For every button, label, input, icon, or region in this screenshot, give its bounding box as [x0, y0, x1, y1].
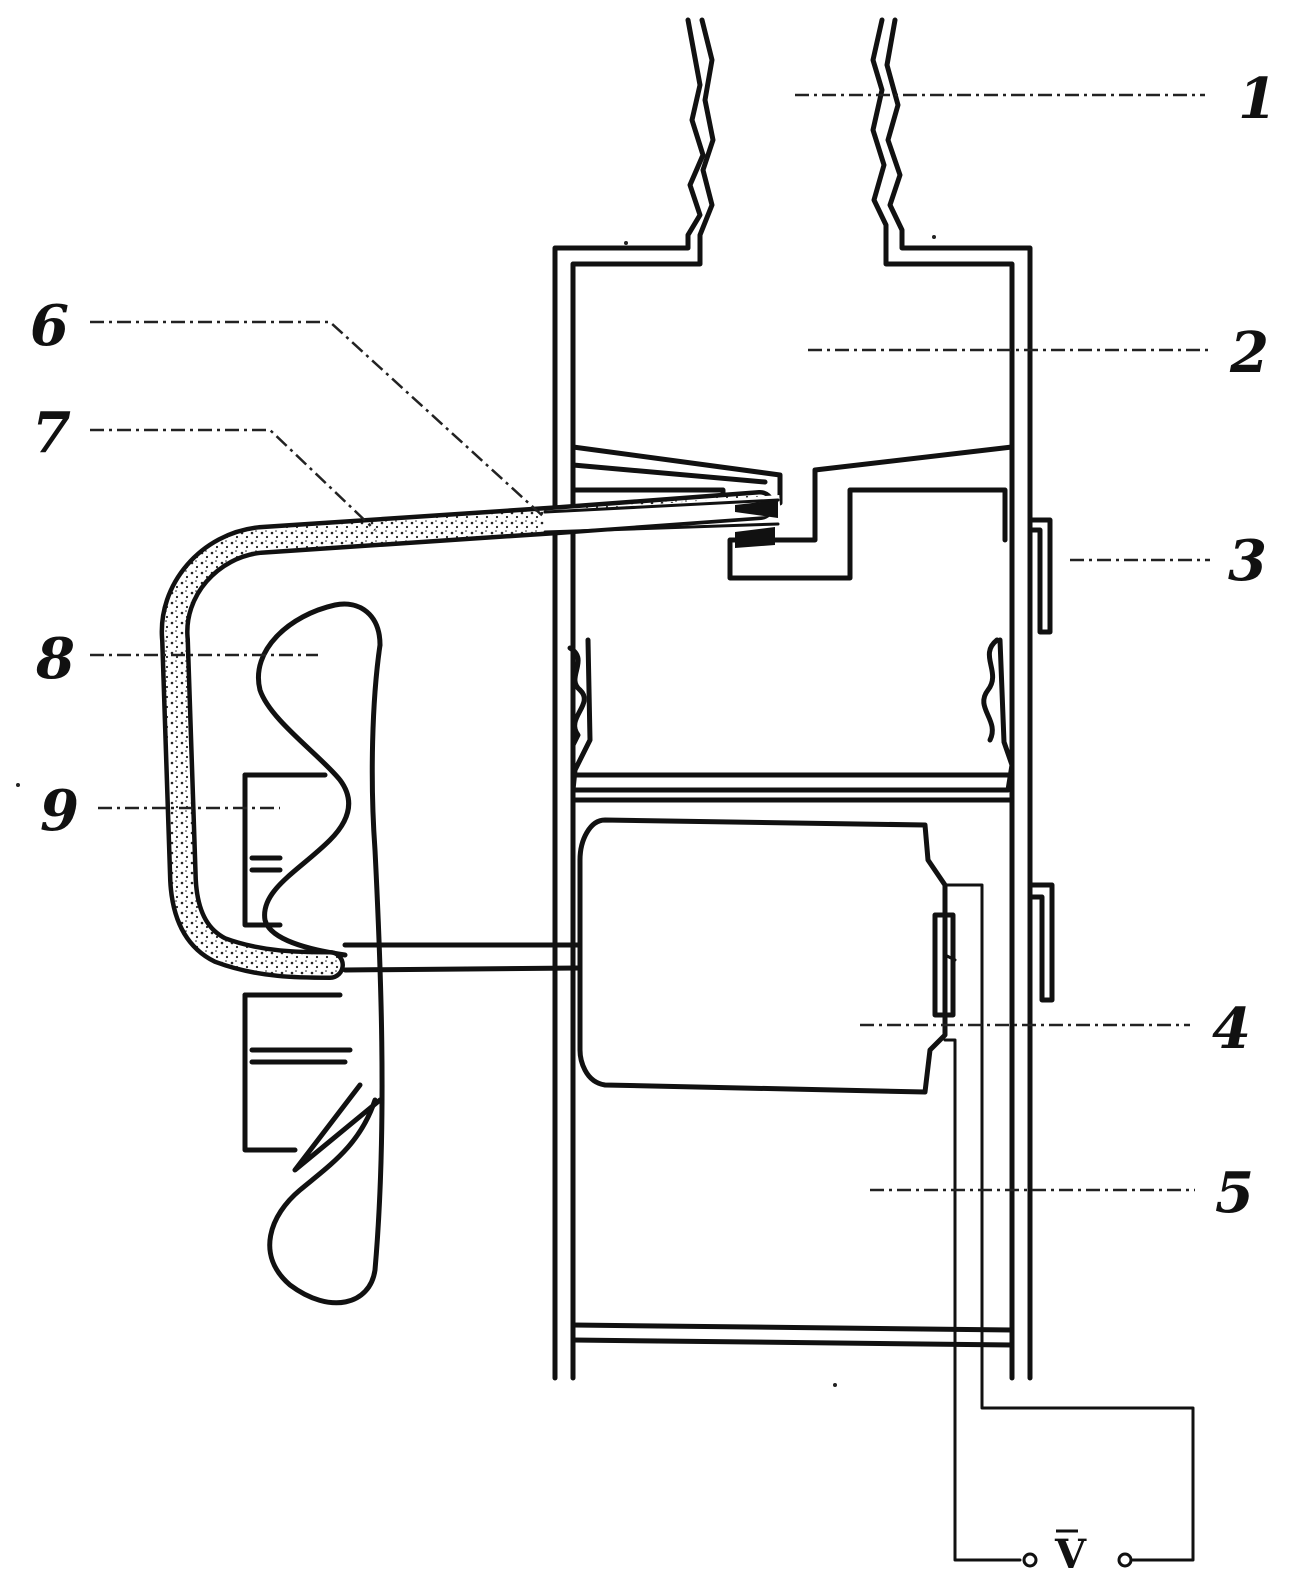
terminal-right: [1117, 1552, 1133, 1568]
label-9: 9: [40, 778, 79, 844]
electrical-leads: V: [943, 883, 1195, 1569]
right-flange-upper: [1027, 517, 1053, 635]
bracket: [242, 772, 353, 1153]
label-8: 8: [35, 626, 75, 692]
motor: [577, 817, 957, 1095]
right-flange-lower: [1027, 882, 1055, 1003]
motor-shaft: [342, 942, 581, 973]
reference-numerals: 1 2 3 4 5 6 7 8 9: [30, 66, 1277, 1226]
label-2: 2: [1229, 320, 1269, 386]
housing-base: [570, 1322, 1015, 1348]
label-4: 4: [1212, 996, 1251, 1062]
label-6: 6: [30, 293, 69, 359]
leader-6: [90, 320, 546, 519]
fan-blade: [256, 601, 385, 1306]
probe-tip: [735, 500, 778, 548]
leader-7: [90, 428, 376, 531]
threaded-coupling: [567, 637, 1015, 803]
label-1: 1: [1238, 66, 1277, 132]
terminal-left: [1022, 1552, 1038, 1568]
label-7: 7: [32, 400, 71, 466]
label-5: 5: [1215, 1160, 1254, 1226]
scan-specks: [16, 235, 936, 1387]
voltage-symbol: V: [1054, 1531, 1087, 1569]
label-3: 3: [1228, 528, 1267, 594]
leader-lines: [90, 93, 1210, 1192]
capillary-tube: [159, 490, 781, 980]
inlet-pipe: [552, 17, 1033, 1381]
